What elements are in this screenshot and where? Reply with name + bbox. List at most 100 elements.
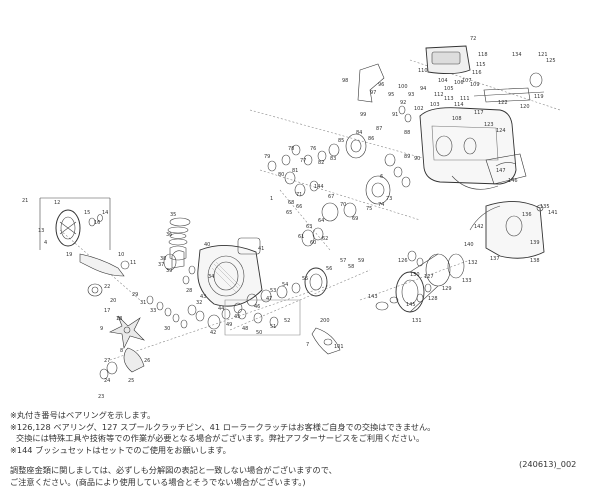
part-number-label: 57 bbox=[340, 258, 346, 264]
part-number-label: 105 bbox=[444, 86, 454, 92]
part-number-label: 100 bbox=[398, 84, 408, 90]
part-number-label: 90 bbox=[414, 156, 420, 162]
part-number-label: 127 bbox=[424, 274, 434, 280]
part-number-label: 122 bbox=[498, 100, 508, 106]
part-number-label: 25 bbox=[128, 378, 134, 384]
gear-assembly-center bbox=[302, 134, 410, 246]
part-number-label: 98 bbox=[342, 78, 348, 84]
part-number-label: 116 bbox=[472, 70, 482, 76]
part-number-label: 36 bbox=[166, 232, 172, 238]
part-number-label: 59 bbox=[358, 258, 364, 264]
part-number-label: 48 bbox=[242, 326, 248, 332]
part-number-label: 137 bbox=[490, 256, 500, 262]
part-number-label: 82 bbox=[318, 160, 324, 166]
part-number-label: 141 bbox=[548, 210, 558, 216]
part-number-label: 68 bbox=[288, 200, 294, 206]
clutch-lever bbox=[312, 328, 340, 354]
part-number-label: 115 bbox=[476, 62, 486, 68]
part-number-label: 128 bbox=[428, 296, 438, 302]
counter-display-unit bbox=[426, 46, 470, 74]
part-number-label: 96 bbox=[378, 82, 384, 88]
part-number-label: 46 bbox=[254, 304, 260, 310]
part-number-label: 114 bbox=[454, 102, 464, 108]
part-number-label: 86 bbox=[368, 136, 374, 142]
part-number-label: 44 bbox=[218, 306, 224, 312]
part-number-label: 64 bbox=[318, 218, 324, 224]
part-number-label: 62 bbox=[322, 236, 328, 242]
part-number-label: 118 bbox=[478, 52, 488, 58]
part-number-label: 11 bbox=[130, 260, 136, 266]
part-number-label: 58 bbox=[348, 264, 354, 270]
part-number-label: 9 bbox=[100, 326, 103, 332]
part-number-label: 34 bbox=[208, 274, 214, 280]
side-cover bbox=[198, 238, 262, 306]
part-number-label: 130 bbox=[410, 272, 420, 278]
part-number-label: 78 bbox=[288, 146, 294, 152]
part-number-label: 104 bbox=[438, 78, 448, 84]
part-number-label: 147 bbox=[496, 168, 506, 174]
part-number-label: 13 bbox=[38, 228, 44, 234]
part-number-label: 125 bbox=[546, 58, 556, 64]
part-number-label: 117 bbox=[474, 110, 484, 116]
part-number-label: 39 bbox=[166, 268, 172, 274]
part-number-label: 124 bbox=[496, 128, 506, 134]
part-number-label: 60 bbox=[310, 240, 316, 246]
note-line-5: 調整座金類に関しましては、必ずしも分解図の表記と一致しない場合がございますので、 bbox=[10, 465, 570, 477]
part-number-label: 52 bbox=[284, 318, 290, 324]
part-number-label: 35 bbox=[170, 212, 176, 218]
note-line-2: ※126,128 ベアリング、127 スプールクラッチピン、41 ローラークラッ… bbox=[10, 422, 570, 434]
part-number-label: 110 bbox=[418, 68, 428, 74]
part-number-label: 133 bbox=[462, 278, 472, 284]
part-number-label: 33 bbox=[150, 308, 156, 314]
part-number-label: 50 bbox=[256, 330, 262, 336]
part-number-label: 108 bbox=[452, 116, 462, 122]
part-number-label: 31 bbox=[140, 300, 146, 306]
part-number-label: 17 bbox=[104, 308, 110, 314]
part-number-label: 4 bbox=[44, 240, 47, 246]
part-number-label: 144 bbox=[314, 184, 324, 190]
part-number-label: 14 bbox=[102, 210, 108, 216]
part-number-label: 134 bbox=[512, 52, 522, 58]
part-number-label: 66 bbox=[296, 204, 302, 210]
part-number-label: 95 bbox=[388, 92, 394, 98]
part-number-label: 139 bbox=[530, 240, 540, 246]
part-number-label: 97 bbox=[370, 90, 376, 96]
part-number-label: 131 bbox=[412, 318, 422, 324]
revision-code: (240613)_002 bbox=[519, 459, 576, 469]
part-number-label: 103 bbox=[430, 102, 440, 108]
part-number-label: 87 bbox=[376, 126, 382, 132]
part-number-label: 72 bbox=[470, 36, 476, 42]
part-number-label: 71 bbox=[296, 192, 302, 198]
part-number-label: 132 bbox=[468, 260, 478, 266]
part-number-label: 94 bbox=[420, 86, 426, 92]
part-number-label: 123 bbox=[484, 122, 494, 128]
part-number-label: 120 bbox=[520, 104, 530, 110]
part-number-label: 113 bbox=[444, 96, 454, 102]
part-number-label: 85 bbox=[338, 138, 344, 144]
note-line-1: ※丸付き番号はベアリングを示します。 bbox=[10, 410, 570, 422]
part-number-label: 47 bbox=[266, 296, 272, 302]
part-number-label: 112 bbox=[434, 92, 444, 98]
reel-frame bbox=[420, 108, 516, 190]
part-number-label: 37 bbox=[158, 262, 164, 268]
part-number-label: 54 bbox=[282, 282, 288, 288]
bearing-holder bbox=[170, 218, 195, 284]
part-number-label: 138 bbox=[530, 258, 540, 264]
part-number-label: 41 bbox=[258, 246, 264, 252]
part-number-label: 81 bbox=[292, 168, 298, 174]
notes: ※丸付き番号はベアリングを示します。 ※126,128 ベアリング、127 スプ… bbox=[10, 410, 570, 488]
part-number-label: 56 bbox=[326, 266, 332, 272]
part-number-label: 126 bbox=[398, 258, 408, 264]
part-number-label: 16 bbox=[94, 220, 100, 226]
part-number-label: 83 bbox=[330, 156, 336, 162]
part-number-label: 74 bbox=[378, 202, 384, 208]
part-number-label: 80 bbox=[278, 172, 284, 178]
part-number-label: 6 bbox=[380, 174, 383, 180]
part-number-label: 136 bbox=[522, 212, 532, 218]
part-number-label: 27 bbox=[104, 358, 110, 364]
part-number-label: 93 bbox=[408, 92, 414, 98]
part-number-label: 75 bbox=[366, 206, 372, 212]
part-number-label: 26 bbox=[144, 358, 150, 364]
part-number-label: 42 bbox=[210, 330, 216, 336]
part-number-label: 70 bbox=[340, 202, 346, 208]
